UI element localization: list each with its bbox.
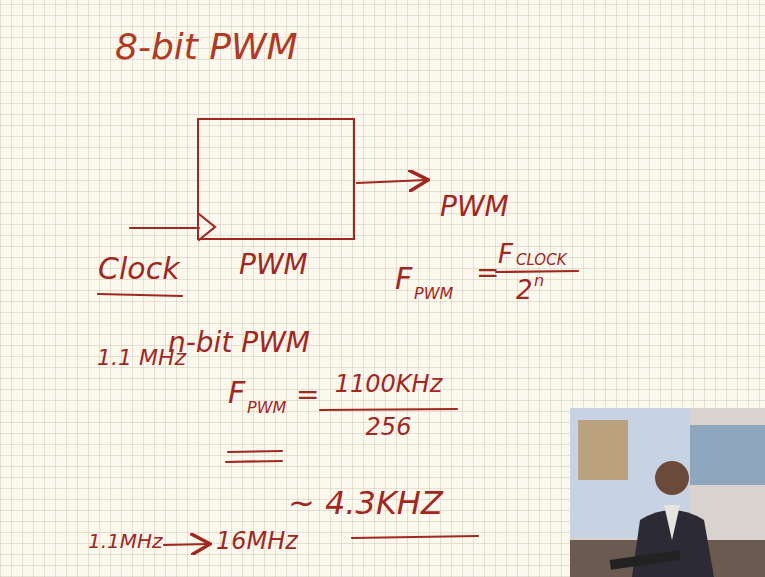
handwritten-note: PWM — [414, 285, 453, 303]
title: 8-bit PWM — [115, 26, 298, 67]
handwritten-note: F — [395, 262, 412, 295]
handwritten-note: 256 — [320, 414, 457, 440]
block-label: PWM — [239, 248, 308, 281]
handwritten-note: 1.1 MHz — [97, 346, 186, 370]
handwritten-note: = — [476, 258, 499, 289]
handwritten-note: = — [296, 380, 319, 411]
handwritten-note: CLOCK — [516, 252, 567, 269]
underline — [228, 451, 282, 452]
handwritten-note: F — [498, 240, 513, 269]
handwritten-note: 1100KHz — [320, 371, 457, 397]
handwritten-note: PWM — [440, 192, 509, 223]
fraction-bar — [320, 409, 457, 410]
handwritten-note: F — [228, 376, 245, 409]
handwritten-note: 2 — [516, 276, 533, 305]
output-arrow — [357, 180, 426, 183]
handwritten-note: 1.1MHz — [88, 530, 163, 552]
clock-symbol — [199, 214, 215, 240]
pwm-block: PWM — [197, 118, 355, 240]
handwritten-note: n-bit PWM — [168, 328, 310, 359]
handwritten-note: n — [534, 272, 544, 290]
handwritten-note: 16MHz — [216, 528, 298, 554]
underline — [352, 536, 478, 538]
handwritten-note: Clock — [98, 252, 180, 285]
arrow — [164, 544, 208, 545]
handwritten-note: PWM — [247, 399, 286, 417]
clock-wire — [130, 227, 199, 229]
handwritten-note: ~ 4.3KHZ — [288, 486, 443, 521]
video-inset — [570, 408, 765, 577]
underline — [226, 461, 282, 462]
underline — [98, 294, 182, 296]
